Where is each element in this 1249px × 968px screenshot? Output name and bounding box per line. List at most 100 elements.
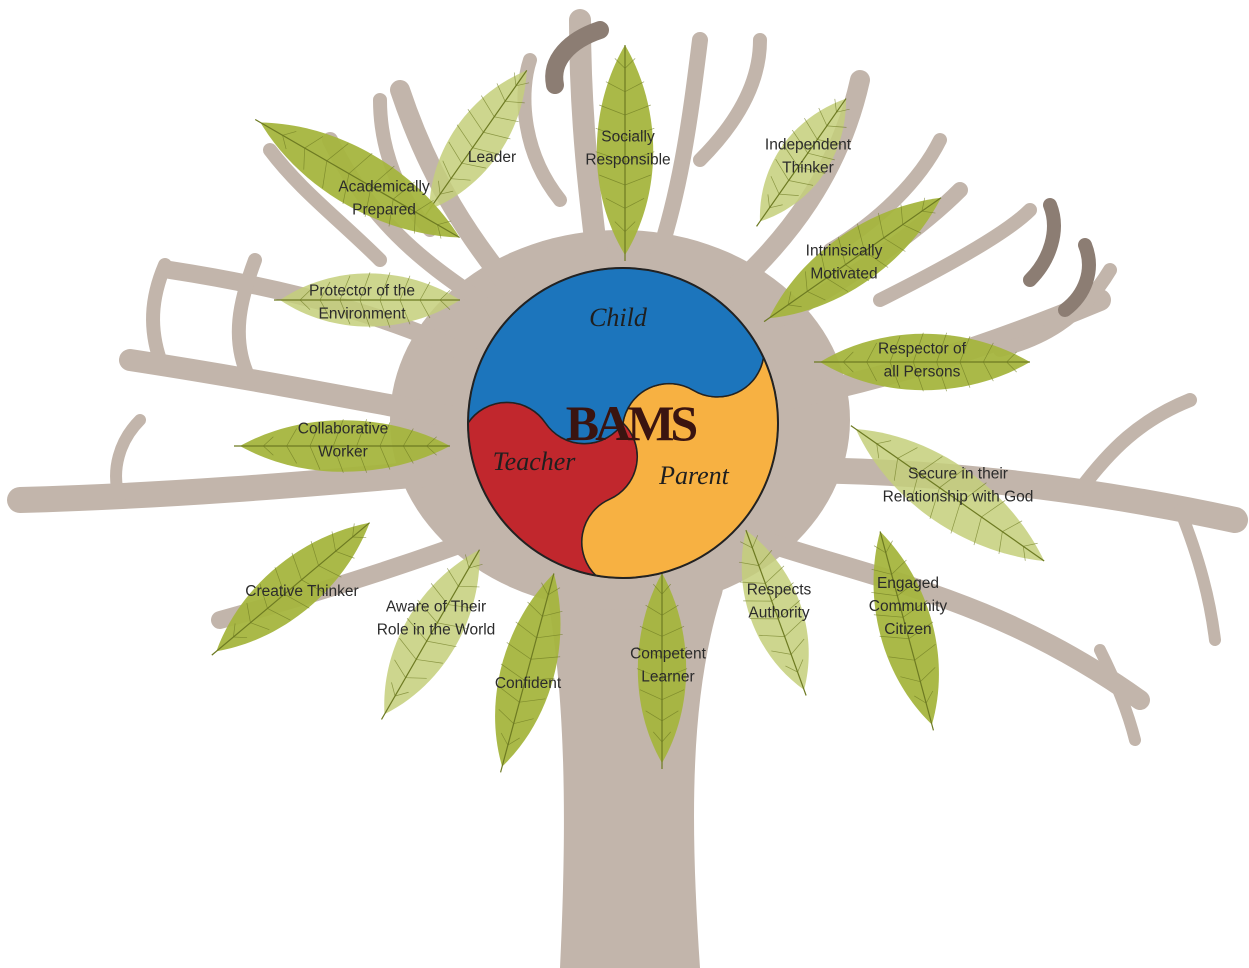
leaf-leader: Leader [425, 70, 530, 215]
leaf-creative-thinker: Creative Thinker [211, 522, 370, 656]
branch-ur-1 [710, 70, 870, 310]
branch-right-low [750, 530, 1150, 710]
leaf-shape [756, 98, 850, 227]
leaf-midrib [850, 425, 1045, 562]
leaf-label-line: Learner [641, 669, 694, 686]
leaf-label: Confident [495, 675, 562, 692]
leaf-veins [391, 554, 483, 697]
leaf-veins [767, 98, 850, 209]
leaf-shape [814, 332, 1030, 392]
center-circle: Child Teacher Parent BAMS [467, 267, 779, 579]
branch-left-twig3 [110, 414, 146, 506]
leaf-midrib [745, 529, 807, 696]
branch-left-twig2 [146, 258, 172, 367]
leaf-label-line: Engaged [877, 575, 939, 592]
leaf-label-line: Prepared [352, 202, 416, 219]
leaf-label-line: Intrinsically [806, 243, 883, 260]
leaf-label-line: Aware of Their [386, 599, 486, 616]
leaf-confident: Confident [495, 573, 563, 773]
label-child: Child [589, 303, 648, 332]
leaf-veins [871, 540, 936, 704]
leaf-label-line: Thinker [782, 160, 834, 177]
branch-right-twig1 [993, 263, 1117, 357]
leaf-label-line: Citizen [884, 621, 931, 638]
leaf-label-line: Respects [747, 582, 812, 599]
leaf-shape [254, 118, 460, 239]
leaf-midrib [763, 197, 942, 323]
leaf-veins [282, 131, 452, 239]
leaf-label: Leader [468, 149, 516, 166]
logo-bams: BAMS [566, 395, 697, 451]
branch-right-twig2 [1073, 393, 1197, 497]
leaf-label-line: Academically [338, 179, 430, 196]
leaf-veins [876, 440, 1038, 561]
leaf-veins [233, 523, 367, 639]
branch-ur-4 [873, 203, 1037, 307]
branch-right-twig3 [1174, 504, 1221, 646]
branch-uc-4 [693, 33, 767, 167]
branch-left-mid [119, 349, 481, 431]
leaf-shape [850, 425, 1045, 562]
center-ring [467, 267, 779, 579]
leaf-label-line: Motivated [810, 266, 877, 283]
leaf-veins [299, 272, 451, 328]
leaf-label-line: Socially [601, 129, 655, 146]
leaf-veins [843, 332, 1017, 392]
leaf-label-line: Creative Thinker [245, 583, 358, 600]
leaf-shape [763, 197, 942, 323]
leaf-midrib [254, 118, 460, 239]
leaf-label-line: Worker [318, 444, 368, 461]
leaf-label-line: all Persons [884, 364, 961, 381]
leaf-label-line: Competent [630, 646, 707, 663]
leaf-veins [636, 583, 688, 743]
leaf-label-line: Leader [468, 149, 516, 166]
leaf-shape [274, 272, 460, 328]
leaf-shape [871, 531, 939, 731]
leaf-shape [738, 529, 809, 696]
leaf-shape [234, 419, 450, 473]
leaf-label-line: Collaborative [298, 421, 388, 438]
leaf-veins [738, 535, 805, 673]
leaf-veins [438, 72, 530, 195]
tree-dark-accents [545, 21, 1096, 317]
leaf-shape [495, 573, 563, 773]
leaf-label-line: Role in the World [377, 622, 496, 639]
leaf-label-line: Community [869, 598, 948, 615]
accent-top [545, 21, 609, 94]
leaf-label-line: Confident [495, 675, 562, 692]
branch-right-twig4 [1094, 644, 1141, 746]
branch-right-long [767, 457, 1248, 533]
leaf-shape [595, 45, 655, 261]
accent-right-2 [1058, 238, 1096, 317]
leaf-midrib [499, 573, 555, 773]
leaf-label: Creative Thinker [245, 583, 358, 600]
leaf-veins [595, 58, 655, 232]
leaf-midrib [879, 531, 935, 731]
leaf-shape [380, 549, 483, 720]
branch-left-twig1 [231, 253, 262, 387]
branch-uc-2 [642, 32, 708, 288]
leaf-label-line: Responsible [585, 152, 670, 169]
leaf-label-line: Relationship with God [883, 489, 1034, 506]
branch-uc-1 [569, 9, 611, 291]
leaf-midrib [425, 70, 528, 215]
leaf-label-line: Protector of the [309, 283, 415, 300]
branch-left-long [7, 457, 483, 513]
